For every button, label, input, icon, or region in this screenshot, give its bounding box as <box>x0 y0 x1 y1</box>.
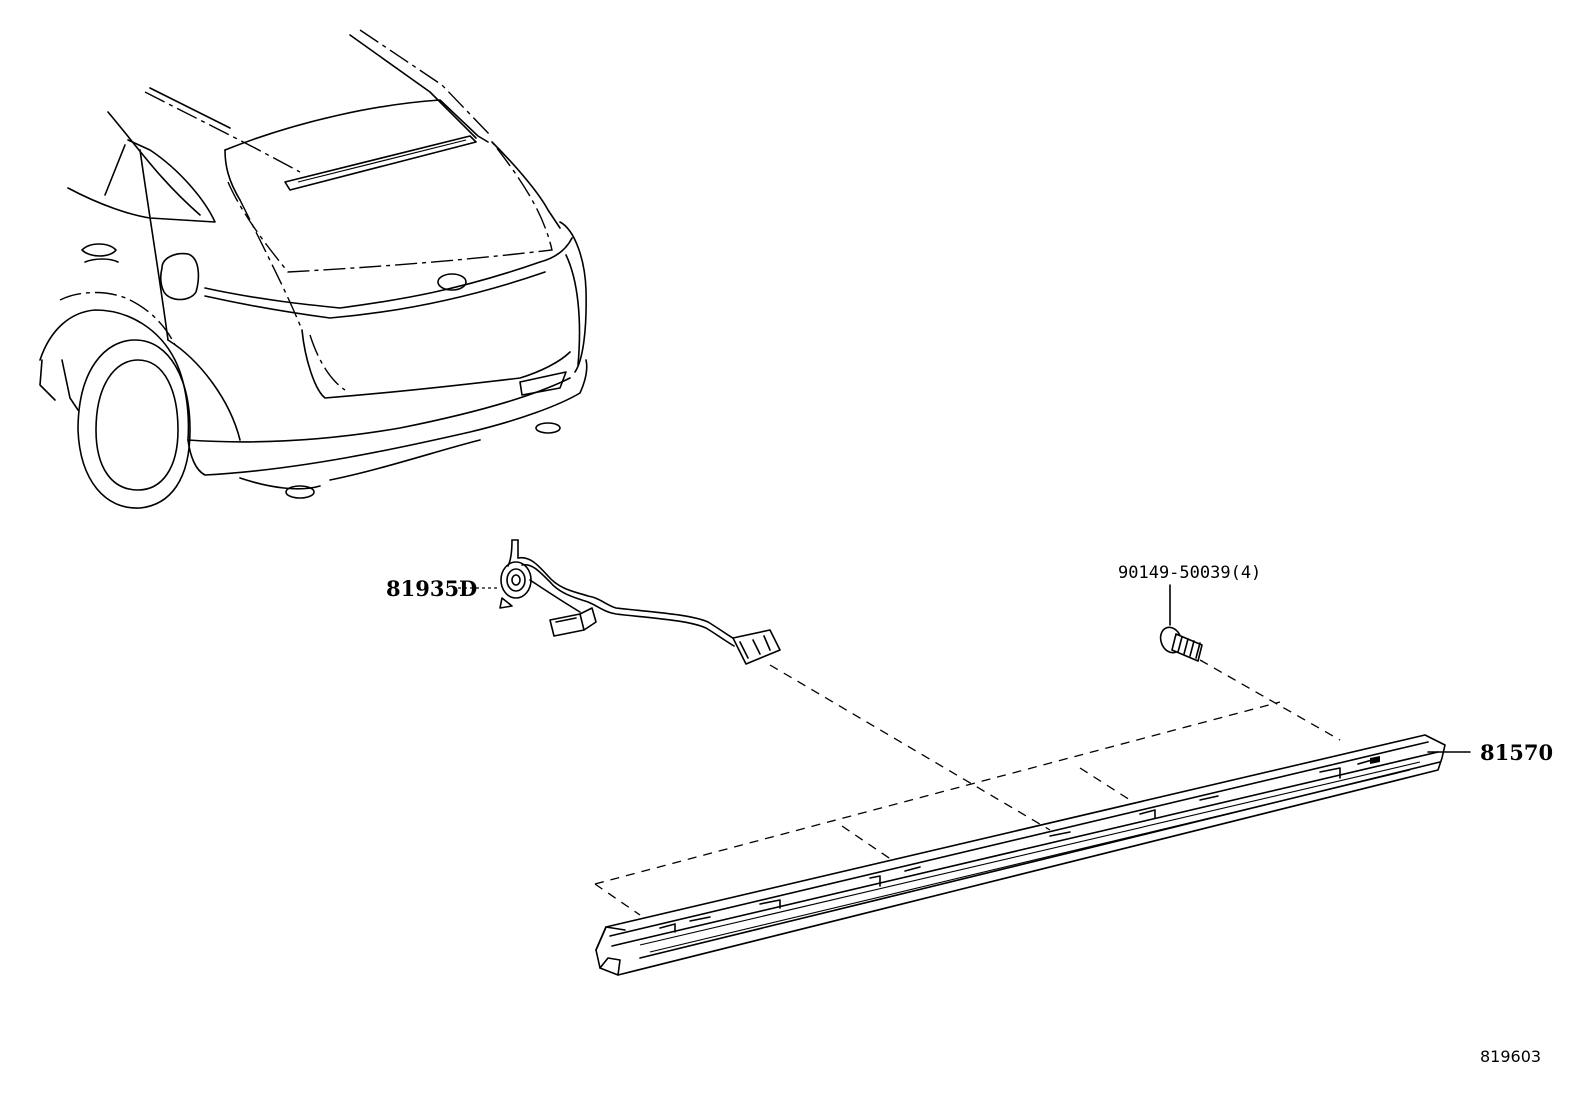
figure-code: 819603 <box>1480 1047 1541 1066</box>
assembly-lines <box>594 659 1341 916</box>
high-mount-stop-lamp-part <box>595 734 1446 976</box>
label-81570: 81570 <box>1480 740 1553 765</box>
label-90149-50039: 90149-50039(4) <box>1118 563 1261 583</box>
vehicle-rear-illustration <box>39 29 588 509</box>
callout-leaders <box>458 584 1471 753</box>
bolt-part <box>1159 626 1203 662</box>
wire-harness-part <box>499 539 781 665</box>
label-81935d: 81935D <box>386 576 477 601</box>
